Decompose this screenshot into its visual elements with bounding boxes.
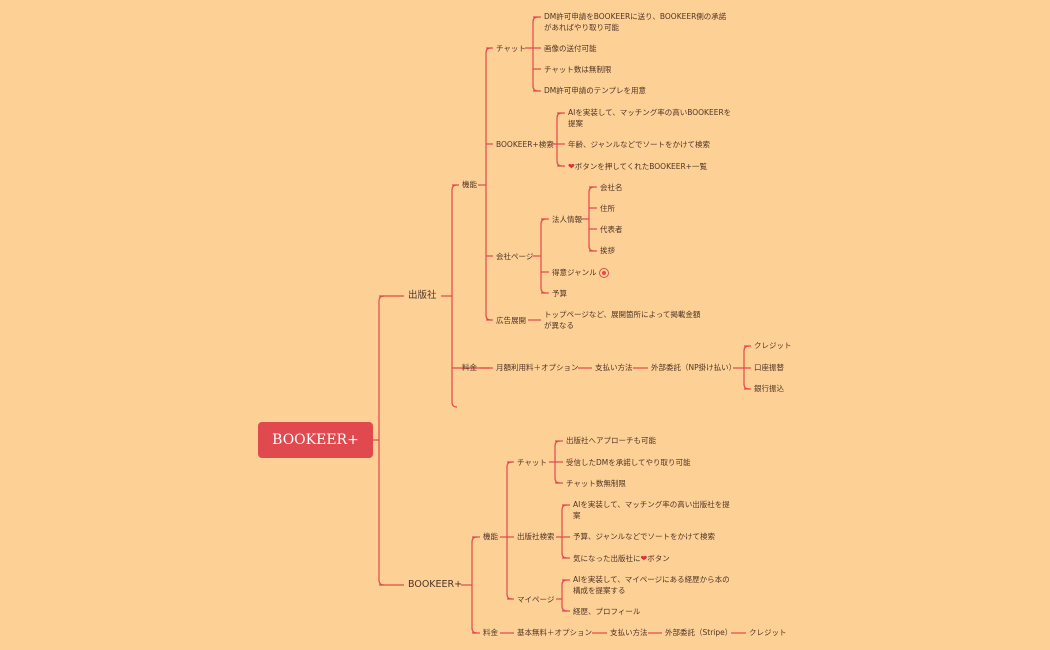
node-corp-info-item-3[interactable]: 代表者 — [600, 225, 623, 234]
node-mypage-item-1[interactable]: AIを実装して、マイページにある経歴から本の構成を提案する — [573, 575, 730, 595]
node-bookeer-chat-item-1[interactable]: 出版社へアプローチも可能 — [566, 436, 656, 445]
node-corp-info-item-2[interactable]: 住所 — [600, 204, 615, 213]
edge-publisher-spine — [451, 184, 458, 408]
node-bookeer-features[interactable]: 機能 — [483, 532, 498, 541]
node-publisher-features[interactable]: 機能 — [462, 180, 477, 189]
node-publisher-chat-item-1[interactable]: DM許可申請をBOOKEERに送り、BOOKEER側の承諾があればやり取り可能 — [544, 12, 727, 32]
node-mypage[interactable]: マイページ — [517, 595, 555, 604]
heart-icon: ❤ — [640, 554, 648, 563]
node-bookeer-outsource[interactable]: 外部委託（Stripe） — [665, 628, 733, 637]
node-bookeer-plan[interactable]: 基本無料＋オプション — [517, 628, 592, 637]
node-publisher-plan[interactable]: 月額利用料＋オプション — [496, 363, 579, 372]
node-bookeer-method[interactable]: クレジット — [749, 628, 787, 637]
edge-pub-features-spine — [485, 47, 492, 321]
node-publisher-search-item-2[interactable]: 年齢、ジャンルなどでソートをかけて検索 — [568, 140, 710, 149]
root-node[interactable]: BOOKEER+ — [258, 422, 373, 458]
node-corp-info[interactable]: 法人情報 — [552, 215, 582, 224]
node-publisher-chat-item-4[interactable]: DM許可申請のテンプレを用意 — [544, 86, 647, 95]
node-method-bank[interactable]: 銀行振込 — [754, 384, 784, 393]
node-budget[interactable]: 予算 — [552, 289, 567, 298]
node-publisher-outsource[interactable]: 外部委託（NP掛け払い） — [651, 363, 737, 372]
node-ads-detail[interactable]: トップページなど、展開箇所によって掲載金額が異なる — [544, 310, 701, 330]
node-publisher-search-item-1[interactable]: AIを実装して、マッチング率の高いBOOKEERを提案 — [568, 108, 732, 128]
edge-bookeer-spine — [471, 536, 478, 634]
node-publisher[interactable]: 出版社 — [408, 290, 437, 301]
node-publisher-chat-item-2[interactable]: 画像の送付可能 — [544, 44, 597, 53]
node-bookeer[interactable]: BOOKEER+ — [408, 579, 463, 590]
search-item-3-label: ボタンを押してくれたBOOKEER+一覧 — [574, 162, 707, 171]
edge-root-spine — [378, 295, 385, 586]
node-bookeer-chat-item-2[interactable]: 受信したDMを承諾してやり取り可能 — [566, 458, 691, 467]
node-publisher-pricing[interactable]: 料金 — [462, 363, 477, 372]
node-publisher-chat[interactable]: チャット — [496, 44, 526, 53]
node-bookeer-search[interactable]: 出版社検索 — [517, 532, 555, 541]
node-mypage-item-2[interactable]: 経歴、プロフィール — [573, 607, 641, 616]
note-icon[interactable] — [598, 268, 609, 278]
node-publisher-search[interactable]: BOOKEER+検索 — [496, 140, 554, 149]
edge-company-spine — [540, 218, 547, 294]
node-genre[interactable]: 得意ジャンル — [552, 267, 609, 278]
node-publisher-search-item-3[interactable]: ❤ボタンを押してくれたBOOKEER+一覧 — [568, 161, 707, 172]
node-ads[interactable]: 広告展開 — [496, 316, 526, 325]
genre-label: 得意ジャンル — [552, 268, 597, 277]
node-publisher-payment[interactable]: 支払い方法 — [595, 363, 633, 372]
node-bookeer-search-item-3[interactable]: 気になった出版社に❤ボタン — [573, 553, 670, 564]
node-company-page[interactable]: 会社ページ — [496, 252, 534, 261]
node-bookeer-search-item-2[interactable]: 予算、ジャンルなどでソートをかけて検索 — [573, 532, 715, 541]
edge-pub-search-spine — [556, 112, 563, 167]
node-bookeer-chat-item-3[interactable]: チャット数無制限 — [566, 479, 626, 488]
node-bookeer-payment[interactable]: 支払い方法 — [610, 628, 648, 637]
node-method-credit[interactable]: クレジット — [754, 341, 792, 350]
node-corp-info-item-4[interactable]: 挨拶 — [600, 246, 615, 255]
node-corp-info-item-1[interactable]: 会社名 — [600, 183, 623, 192]
edge-bk-mypage-spine — [561, 579, 568, 612]
heart-icon: ❤ — [568, 162, 575, 171]
node-method-account[interactable]: 口座振替 — [754, 363, 784, 372]
search-item-3-suffix: ボタン — [647, 554, 670, 563]
node-bookeer-search-item-1[interactable]: AIを実装して、マッチング率の高い出版社を提案 — [573, 500, 730, 520]
node-publisher-chat-item-3[interactable]: チャット数は無制限 — [544, 65, 612, 74]
node-bookeer-chat[interactable]: チャット — [517, 458, 547, 467]
edge-corp-spine — [588, 186, 595, 252]
edge-bk-search-spine — [561, 504, 568, 559]
search-item-3-prefix: 気になった出版社に — [573, 554, 641, 563]
edge-bk-features-spine — [506, 461, 513, 600]
node-bookeer-pricing[interactable]: 料金 — [483, 628, 498, 637]
edge-pub-chat-spine — [532, 16, 539, 92]
